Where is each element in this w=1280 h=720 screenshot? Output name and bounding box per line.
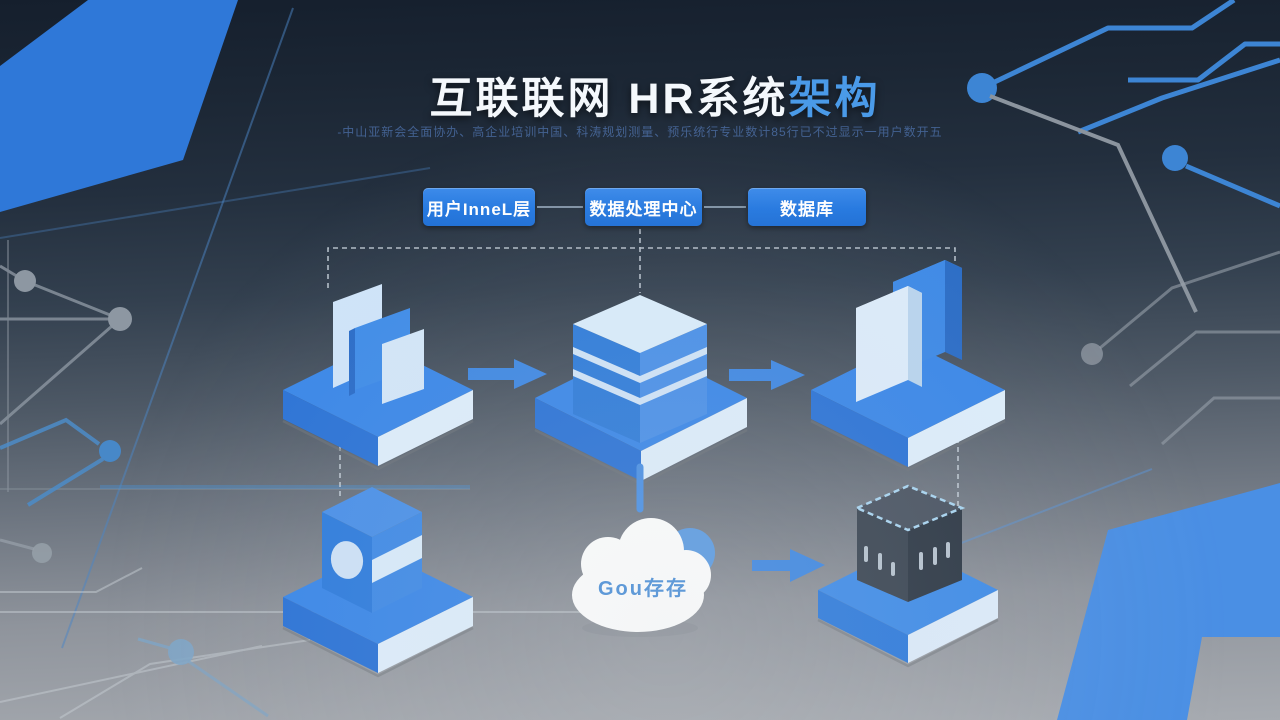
arrow-right-icon [729,360,805,390]
diagonal-line [883,468,1153,574]
circuit-node-dot [168,639,194,665]
processing-stack-illustration [534,295,748,486]
circuit-trace [0,538,35,551]
user-layer-illustration [282,284,474,471]
circuit-node-dot [99,440,121,462]
corner-chevron-shape [1057,483,1280,720]
circuit-node-dot [14,270,36,292]
database-illustration [810,260,1006,472]
circuit-trace [137,637,171,650]
button-connector-line [537,206,583,208]
button-connector-line [704,206,746,208]
circuit-traces-right [1099,250,1280,446]
flow-label-user-layer[interactable]: 用户InneL层 [423,188,535,226]
circuit-node-dot [1081,343,1103,365]
cube-slot-marks [864,542,950,576]
circuit-node-dot [32,543,52,563]
arrow-right-icon [752,549,825,582]
arrow-right-icon [468,359,547,389]
storage-cube-illustration [817,484,999,668]
flow-label-processing-center[interactable]: 数据处理中心 [585,188,702,226]
circuit-traces-left [0,240,470,492]
circuit-trace [187,659,269,718]
app-cube-illustration [282,487,474,678]
circuit-node-dot [1162,145,1188,171]
title-accent-text: 架构 [788,75,881,123]
page-subtitle: -中山亚新会全面协办、高企业培训中国、科涛规划测量、预乐统行专业数计85行已不过… [337,125,943,139]
cloud-storage-label: Gou存存 [598,577,688,600]
circuit-node-dot [108,307,132,331]
diagonal-line [0,167,431,239]
dashed-connector-lines [327,229,959,514]
flow-label-database[interactable]: 数据库 [748,188,866,226]
circuit-traces-bottom-left [0,417,470,507]
page-title: 互联联网 HR系统架构 [15,64,1280,126]
title-main-text: 互联联网 HR系统 [429,75,789,123]
